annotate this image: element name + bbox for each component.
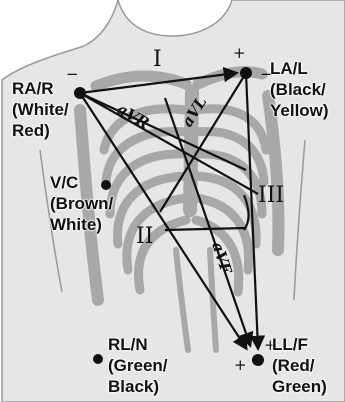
ra-electrode [74,87,86,99]
vc-electrode-label: V/C (Brown/ White) [50,172,113,235]
ll-electrode [252,354,264,366]
lead-I-label: I [153,47,162,72]
ll-plus-sign-left: + [234,356,247,374]
ra-electrode-label: RA/R (White/ Red) [12,78,69,141]
la-electrode [240,67,252,79]
lead-III-label: III [258,183,284,208]
ll-electrode-label: LL/F (Red/ Green) [272,334,327,397]
la-plus-sign: + [233,44,246,62]
rl-electrode [93,354,103,364]
rl-electrode-label: RL/N (Green/ Black) [108,334,168,397]
la-electrode-label: LA/L (Black/ Yellow) [270,58,329,121]
lead-II-label: II [136,224,153,249]
